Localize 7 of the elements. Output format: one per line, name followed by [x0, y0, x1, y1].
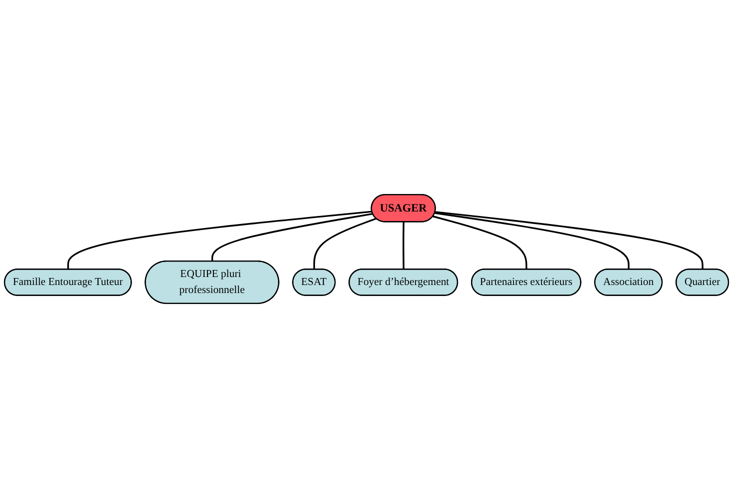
connector	[313, 218, 377, 270]
connector	[402, 222, 404, 270]
connector	[67, 210, 372, 270]
connector	[434, 212, 630, 270]
connector	[211, 212, 373, 262]
connector	[434, 211, 704, 270]
connector	[432, 216, 528, 270]
